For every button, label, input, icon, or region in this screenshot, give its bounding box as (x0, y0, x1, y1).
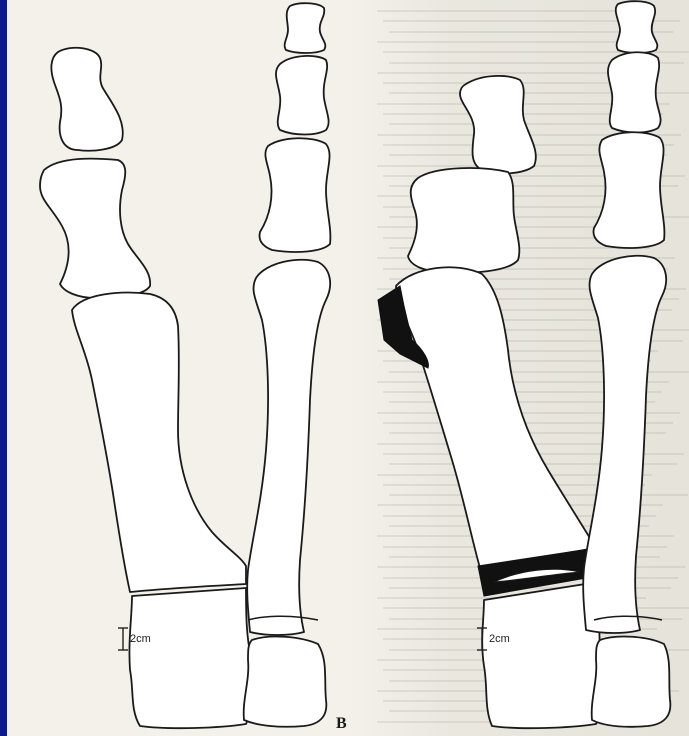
right-second-toe-middle-phalanx (608, 52, 661, 132)
right-proximal-phalanx-great-toe (408, 168, 519, 273)
right-foot-drawing (378, 1, 670, 728)
left-proximal-phalanx-great-toe (40, 159, 150, 298)
left-second-toe-proximal-phalanx (260, 138, 331, 252)
left-foot-drawing (40, 3, 330, 728)
right-intermediate-cuneiform (592, 637, 671, 727)
left-distal-phalanx-great-toe (51, 48, 122, 151)
left-first-metatarsal (72, 293, 246, 592)
left-medial-cuneiform (129, 588, 253, 728)
panel-label-b: B (336, 715, 347, 732)
right-first-metatarsal (396, 267, 596, 568)
left-second-metatarsal (247, 260, 330, 635)
right-second-toe-distal-phalanx (616, 1, 658, 53)
right-scale-label: 2cm (489, 633, 510, 645)
right-second-metatarsal (583, 256, 666, 633)
right-second-toe-proximal-phalanx (594, 132, 665, 248)
left-scale-label: 2cm (130, 633, 151, 645)
left-second-toe-middle-phalanx (276, 56, 329, 135)
right-distal-phalanx-great-toe (460, 76, 536, 174)
left-second-toe-distal-phalanx (285, 3, 326, 53)
left-intermediate-cuneiform (244, 637, 327, 727)
